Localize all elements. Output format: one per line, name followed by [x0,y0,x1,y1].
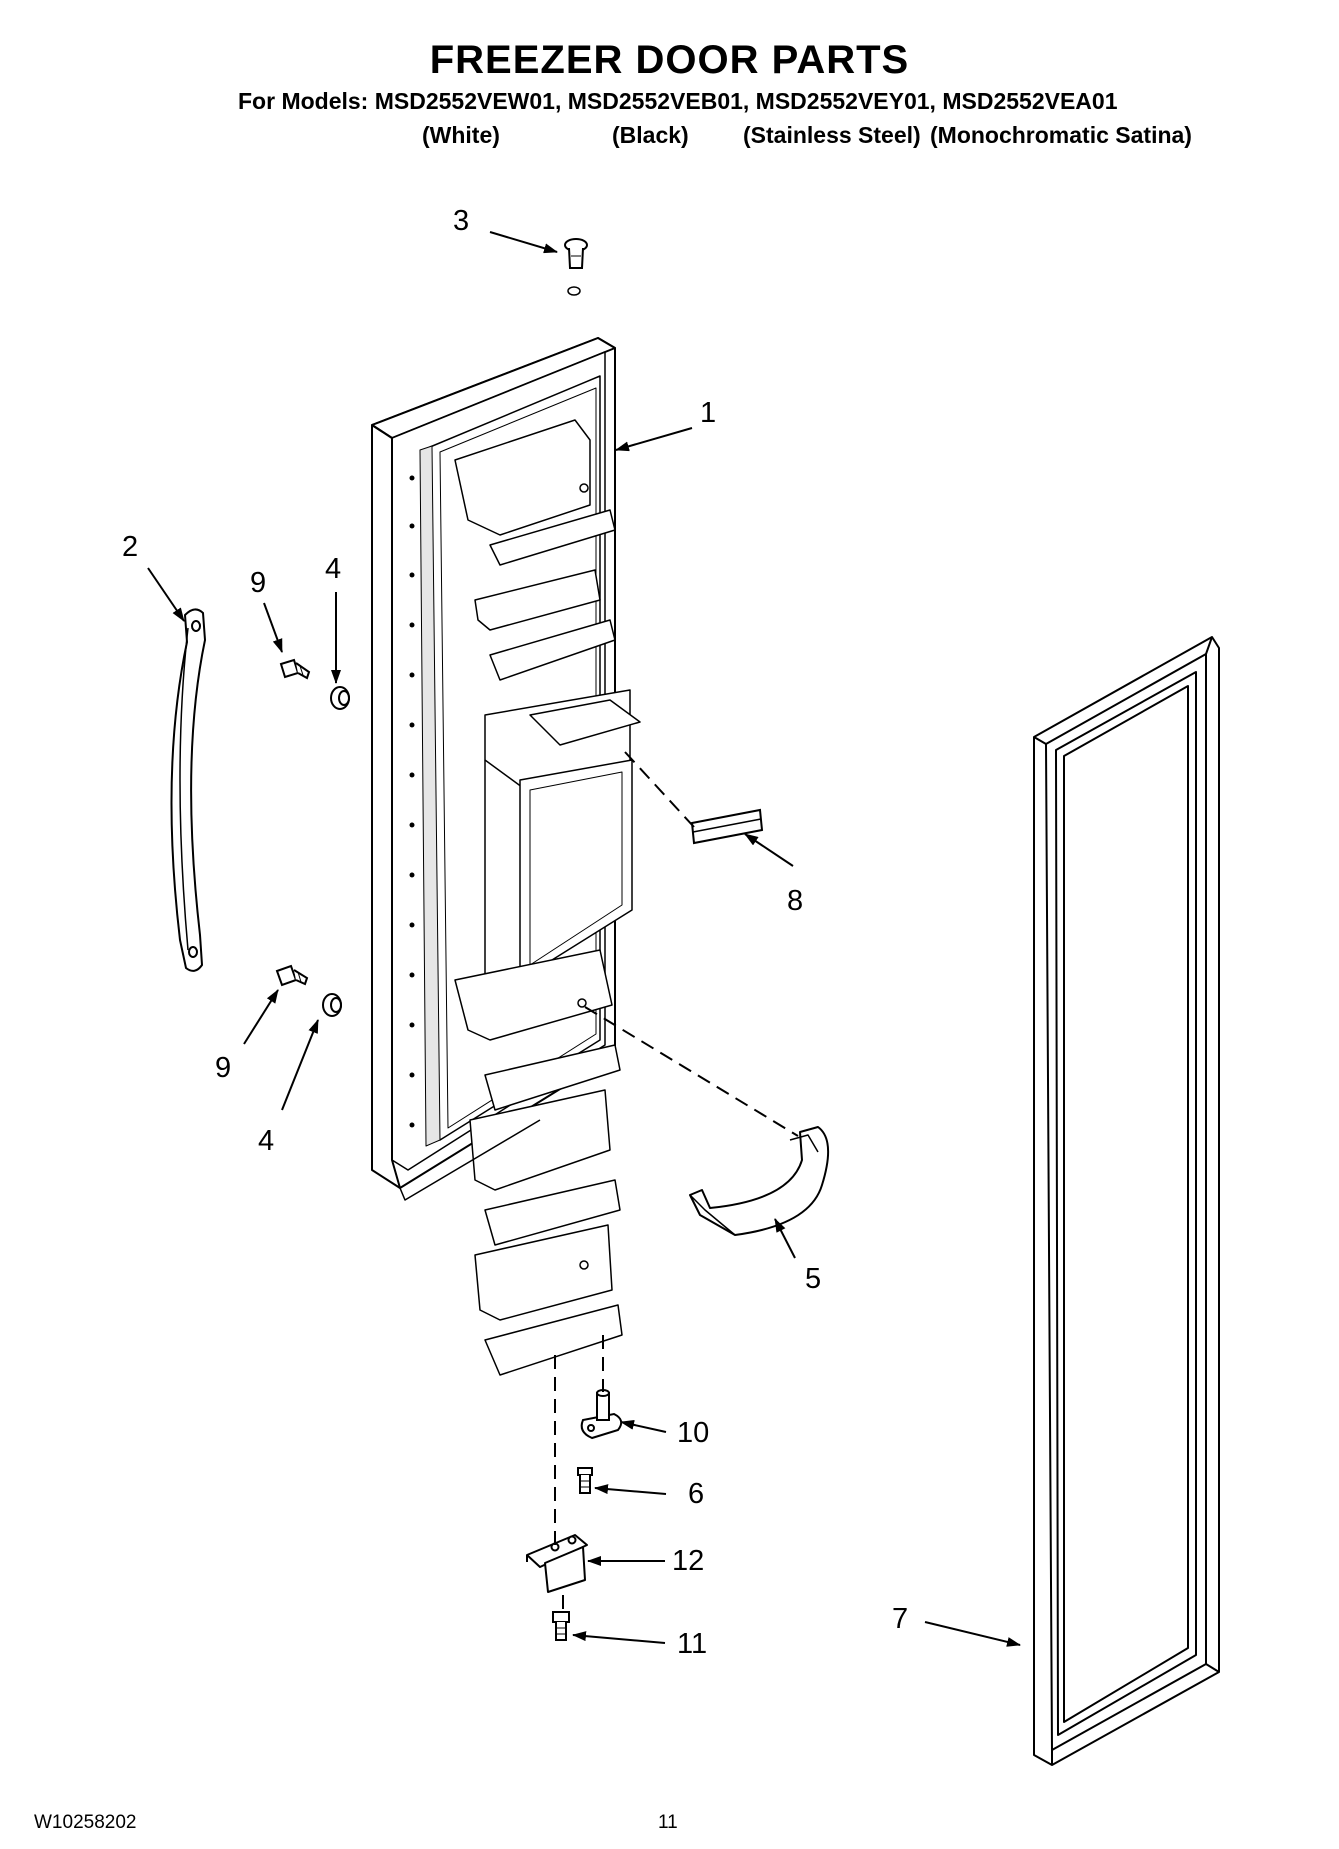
freezer-door [371,286,641,1376]
variant-black: (Black) [612,122,689,148]
dispenser-cap [690,808,764,845]
spacer-lower [322,993,342,1017]
handle-screw-upper [279,658,311,680]
page-number: 11 [658,1812,678,1833]
door-gasket [1033,636,1220,1766]
callout-numbers: 3 1 2 9 4 8 9 4 5 10 6 12 11 7 [122,205,908,1660]
callout-11: 11 [677,1628,707,1660]
callout-9-upper: 9 [250,567,266,599]
leader-arrows [147,231,1021,1647]
callout-2: 2 [122,531,138,563]
callout-10: 10 [677,1417,709,1449]
variant-satina: (Monochromatic Satina) [930,122,1192,148]
hinge-plate [526,1534,588,1593]
callout-4-lower: 4 [258,1125,274,1157]
alignment-lines [554,751,799,1610]
top-screw [564,238,588,269]
callout-6: 6 [688,1478,704,1510]
handle-screw-lower [275,964,309,987]
door-bin [689,1126,830,1236]
callout-4-upper: 4 [325,553,341,585]
callout-1: 1 [700,397,716,429]
hinge-pin [580,1389,623,1440]
variant-white: (White) [422,122,500,148]
hinge-bottom-screw [552,1611,570,1641]
document-code: W10258202 [34,1812,137,1833]
door-handle [170,608,206,972]
models-line: For Models: MSD2552VEW01, MSD2552VEB01, … [238,88,1118,114]
callout-12: 12 [672,1545,704,1577]
callout-3: 3 [453,205,469,237]
hinge-screw [577,1467,593,1494]
callout-5: 5 [805,1263,821,1295]
callout-8: 8 [787,885,803,917]
variant-stainless: (Stainless Steel) [743,122,921,148]
page-title: FREEZER DOOR PARTS [429,38,910,82]
callout-9-lower: 9 [215,1052,231,1084]
callout-7: 7 [892,1603,908,1635]
spacer-upper [330,686,350,710]
